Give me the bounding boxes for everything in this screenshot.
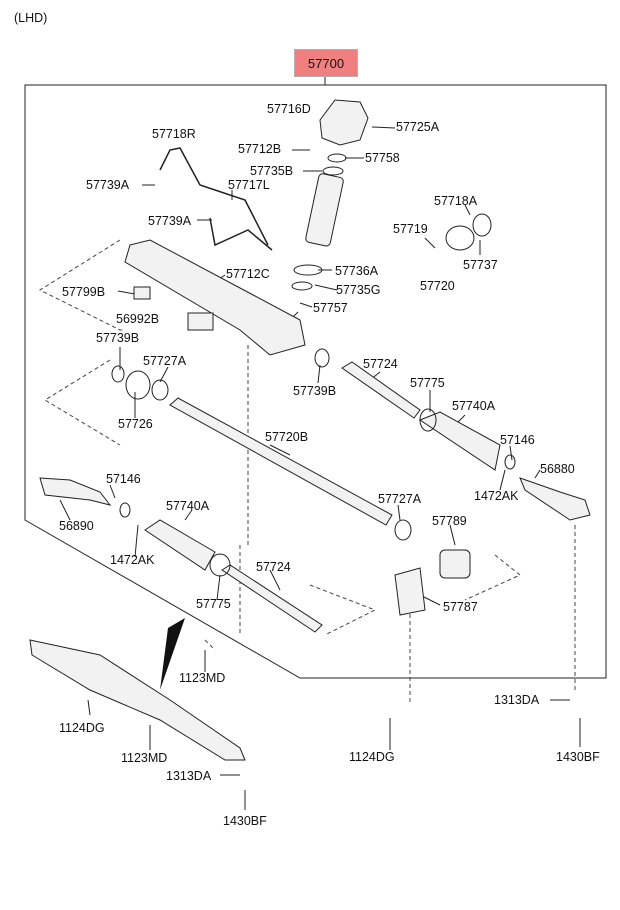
part-label[interactable]: 57739B bbox=[293, 384, 337, 398]
part-label[interactable]: 57787 bbox=[443, 600, 478, 614]
seal-57735b bbox=[322, 166, 344, 176]
clamp-57146-left bbox=[119, 502, 131, 518]
bushing-57726 bbox=[125, 370, 151, 400]
ring-57775-lower bbox=[209, 553, 231, 577]
part-label[interactable]: 57739B bbox=[96, 331, 140, 345]
dashed-box-tierod bbox=[309, 584, 377, 636]
part-label[interactable]: 57718R bbox=[152, 127, 196, 141]
inner-tie-rod-left bbox=[221, 564, 323, 633]
part-label[interactable]: 57712C bbox=[226, 267, 270, 281]
dashed-box-boots bbox=[44, 359, 121, 446]
variant-label: (LHD) bbox=[14, 11, 48, 25]
assembly-number: 57700 bbox=[307, 55, 345, 71]
part-label[interactable]: 57775 bbox=[410, 376, 445, 390]
part-label[interactable]: 57757 bbox=[313, 301, 348, 315]
tie-rod-end-left bbox=[39, 477, 112, 506]
mount-bracket bbox=[394, 567, 426, 616]
part-label[interactable]: 57726 bbox=[118, 417, 153, 431]
part-label[interactable]: 1313DA bbox=[494, 693, 540, 707]
ring-57727a-lower bbox=[394, 519, 412, 541]
part-label[interactable]: 57712B bbox=[238, 142, 282, 156]
part-label[interactable]: 57775 bbox=[196, 597, 231, 611]
part-label[interactable]: 56880 bbox=[540, 462, 575, 476]
valve-housing bbox=[319, 99, 369, 146]
part-label[interactable]: 57740A bbox=[166, 499, 210, 513]
mount-bushing bbox=[439, 549, 471, 579]
ring-57739b-lower bbox=[314, 348, 330, 368]
label-plate-56992b bbox=[187, 312, 214, 331]
part-label[interactable]: 57727A bbox=[143, 354, 187, 368]
assembly-number-box[interactable]: 57700 bbox=[294, 49, 358, 77]
part-label[interactable]: 57736A bbox=[335, 264, 379, 278]
part-label[interactable]: 57716D bbox=[267, 102, 311, 116]
part-label[interactable]: 57737 bbox=[463, 258, 498, 272]
part-label[interactable]: 57146 bbox=[106, 472, 141, 486]
dashed-box-right-bearing bbox=[464, 554, 521, 601]
ring-57727a-upper bbox=[151, 379, 169, 401]
part-label[interactable]: 57789 bbox=[432, 514, 467, 528]
inner-tie-rod-right bbox=[341, 361, 421, 419]
assembly-boundary bbox=[24, 76, 607, 679]
ring-57739b-upper bbox=[111, 365, 125, 383]
part-label[interactable]: 56890 bbox=[59, 519, 94, 533]
part-label[interactable]: 57718A bbox=[434, 194, 478, 208]
rack-housing bbox=[124, 239, 306, 356]
pinion-shaft bbox=[305, 173, 344, 247]
part-label[interactable]: 57717L bbox=[228, 178, 270, 192]
part-label[interactable]: 57724 bbox=[363, 357, 398, 371]
part-label[interactable]: 57735G bbox=[336, 283, 381, 297]
part-label[interactable]: 57146 bbox=[500, 433, 535, 447]
inset-assembly bbox=[29, 639, 246, 761]
part-label[interactable]: 57725A bbox=[396, 120, 440, 134]
part-label[interactable]: 1313DA bbox=[166, 769, 212, 783]
o-ring-57735g bbox=[291, 281, 313, 291]
feed-pipe-lower bbox=[209, 217, 273, 251]
boot-right bbox=[418, 411, 501, 471]
part-label[interactable]: 57740A bbox=[452, 399, 496, 413]
part-label[interactable]: 1430BF bbox=[556, 750, 600, 764]
part-label[interactable]: 1123MD bbox=[121, 751, 168, 765]
part-label[interactable]: 57720 bbox=[420, 279, 455, 293]
part-label[interactable]: 57735B bbox=[250, 164, 294, 178]
part-label[interactable]: 1472AK bbox=[110, 553, 155, 567]
boot-left bbox=[144, 519, 216, 571]
part-label[interactable]: 57799B bbox=[62, 285, 106, 299]
part-label[interactable]: 57719 bbox=[393, 222, 428, 236]
inset-pointer-arrow bbox=[160, 618, 185, 690]
part-label[interactable]: 57720B bbox=[265, 430, 309, 444]
nut-57737 bbox=[472, 213, 492, 237]
part-label[interactable]: 57758 bbox=[365, 151, 400, 165]
part-label[interactable]: 57724 bbox=[256, 560, 291, 574]
clamp-57146-right bbox=[504, 454, 516, 470]
part-label[interactable]: 1124DG bbox=[349, 750, 395, 764]
rack-bar bbox=[169, 397, 393, 526]
part-label[interactable]: 1124DG bbox=[59, 721, 105, 735]
part-label[interactable]: 1123MD bbox=[179, 671, 226, 685]
o-ring-57736a bbox=[293, 264, 323, 276]
ring-57775-upper bbox=[419, 408, 437, 432]
part-label[interactable]: 57727A bbox=[378, 492, 422, 506]
seal-57758 bbox=[327, 153, 347, 163]
feed-pipe-upper bbox=[159, 147, 269, 246]
tie-rod-end-right bbox=[519, 477, 591, 521]
part-label[interactable]: 57739A bbox=[86, 178, 130, 192]
part-label[interactable]: 57739A bbox=[148, 214, 192, 228]
part-label[interactable]: 1430BF bbox=[223, 814, 267, 828]
label-plate-57799b bbox=[133, 286, 151, 300]
part-label[interactable]: 1472AK bbox=[474, 489, 519, 503]
cap-57718a bbox=[445, 225, 475, 251]
part-label[interactable]: 56992B bbox=[116, 312, 160, 326]
